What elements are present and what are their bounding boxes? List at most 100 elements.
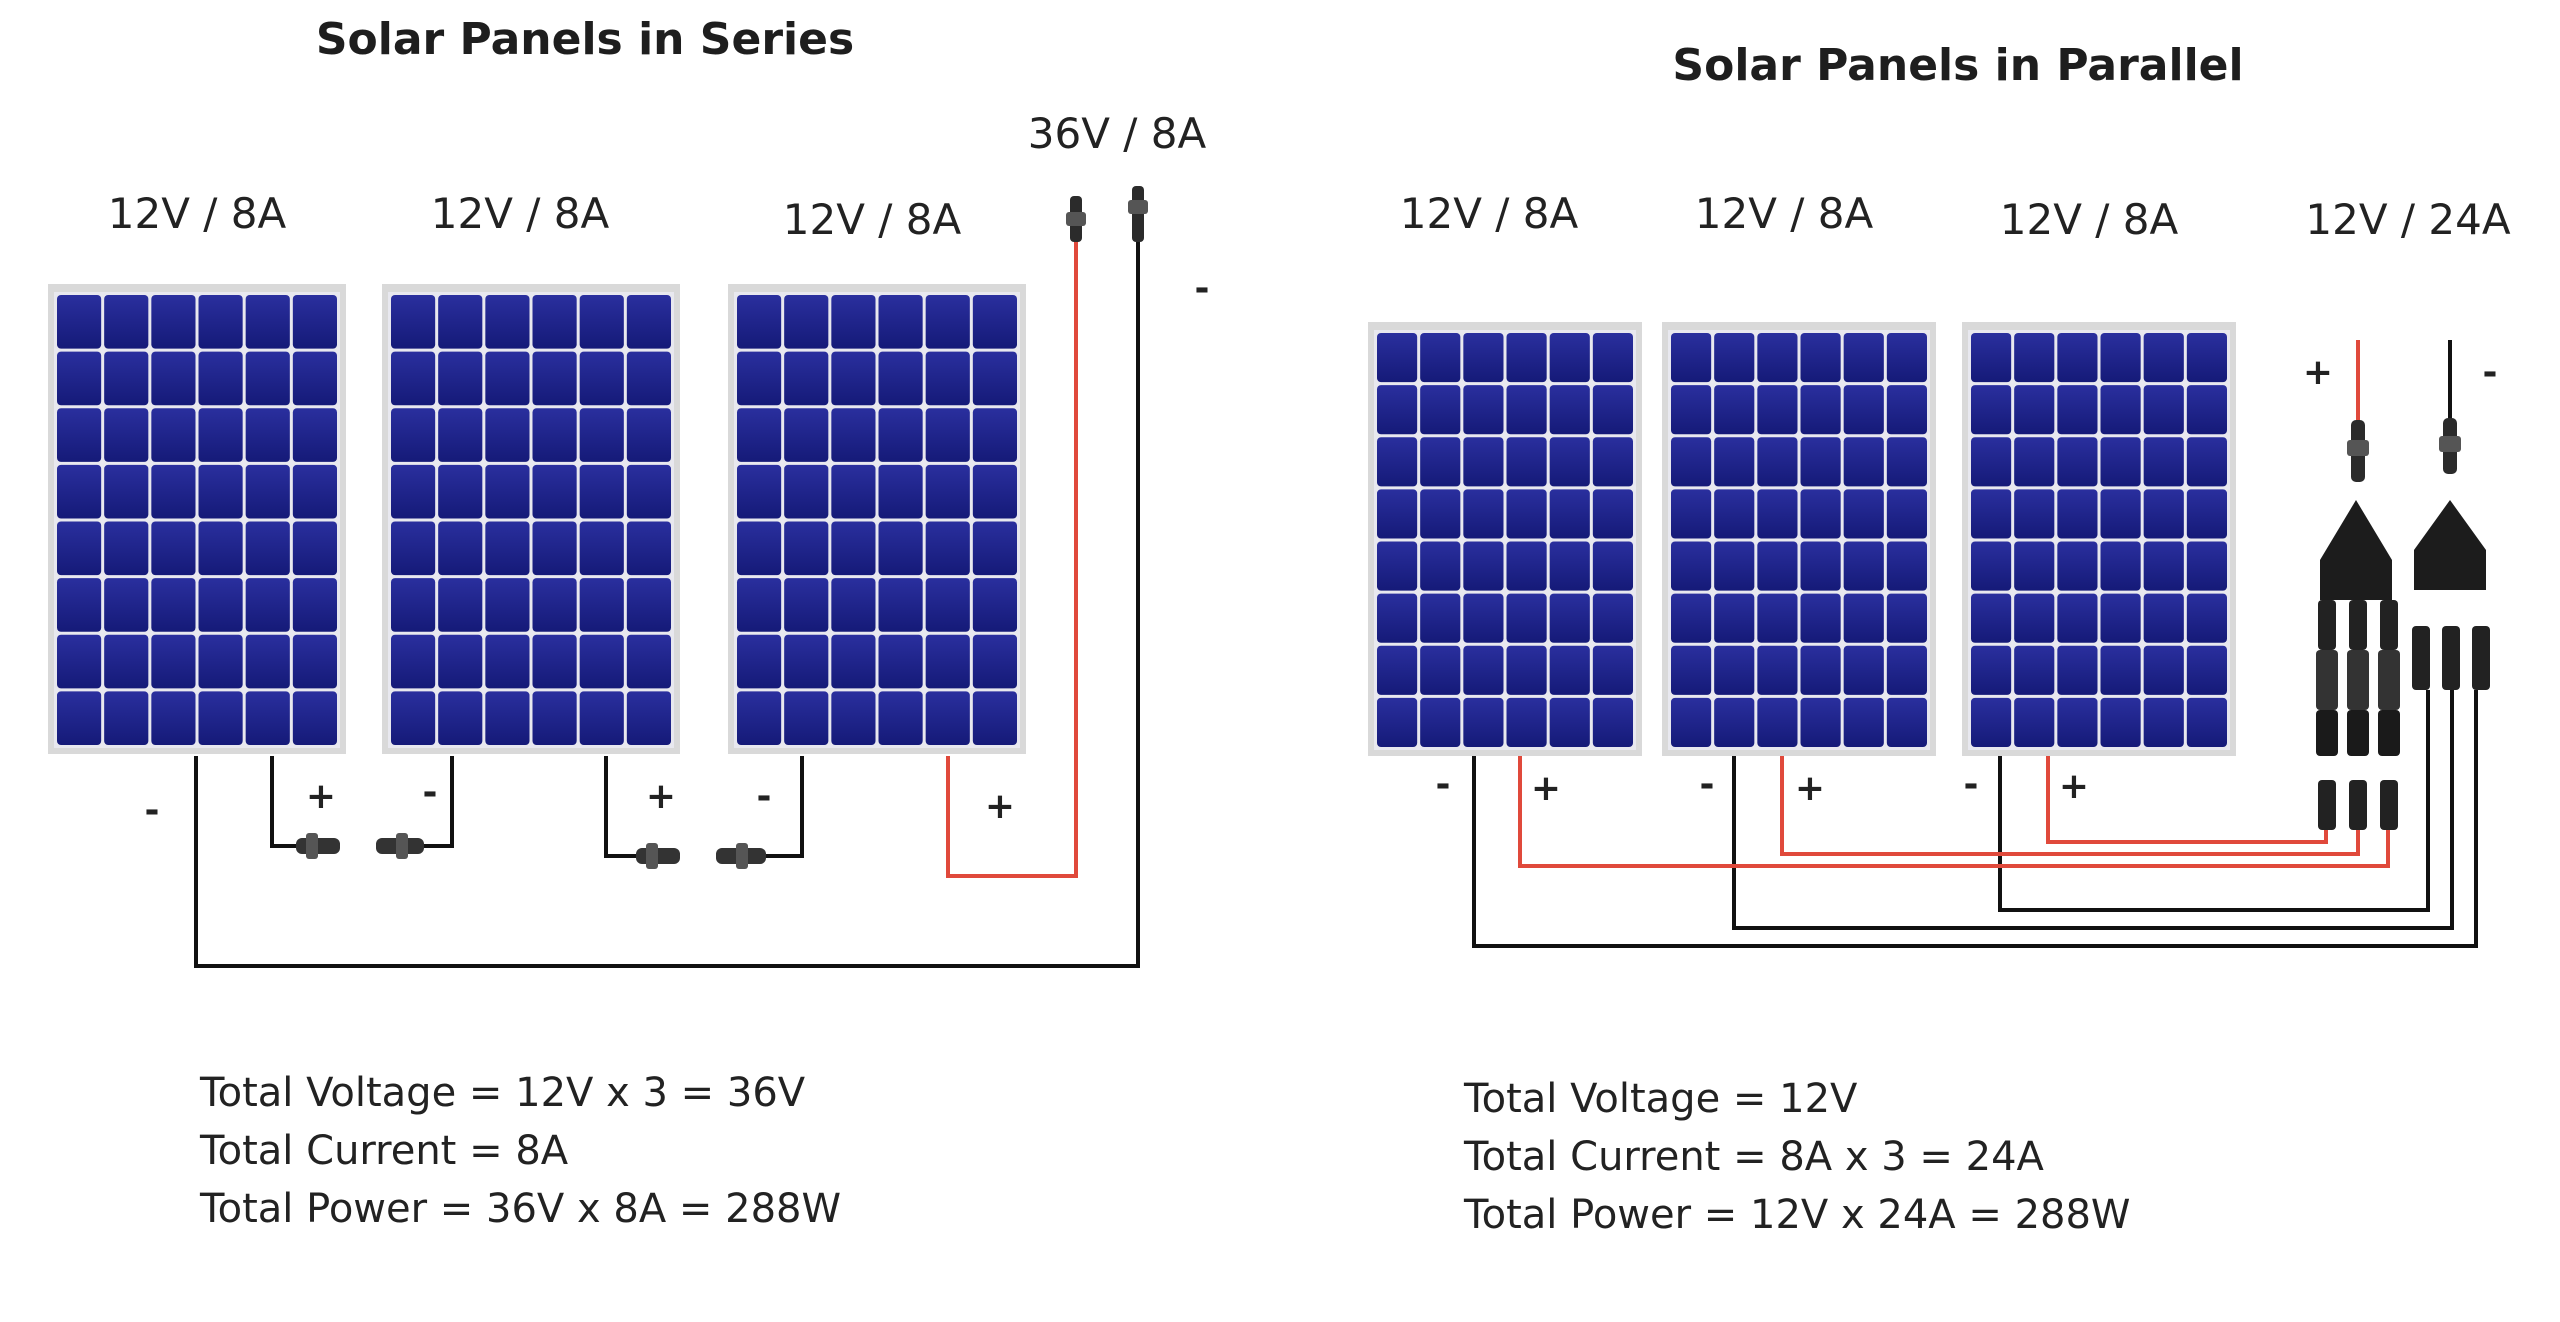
solar-cell [579,634,624,689]
solar-cell [831,578,876,632]
solar-cell [2014,385,2055,435]
solar-cell [878,408,923,462]
solar-cell [104,295,149,349]
solar-cell [391,464,436,519]
solar-cell [2057,437,2098,487]
solar-cell [972,634,1017,689]
series-panel-rating: 12V / 8A [108,189,287,238]
solar-cell [1506,541,1547,591]
solar-cell [2100,333,2141,383]
solar-cell [1886,541,1927,591]
solar-cell [532,634,577,689]
solar-cell [1971,437,2012,487]
solar-cell [579,464,624,519]
solar-cell [972,578,1017,632]
solar-cell [245,578,290,632]
solar-cell [579,408,624,462]
solar-cell [1843,489,1884,539]
branch-connector-negative [2412,500,2490,690]
mc4-inline-connector [376,833,424,859]
solar-cell [1420,437,1461,487]
solar-cell [2057,333,2098,383]
solar-cell [485,464,530,519]
solar-cell [737,578,782,632]
series-panel3-negative-lead [762,756,804,858]
parallel-negative-wire [1732,690,2454,930]
solar-cell [1800,385,1841,435]
solar-cell [1506,333,1547,383]
solar-cell [784,578,829,632]
solar-cell [1592,645,1633,695]
solar-cell [579,691,624,745]
series-output-rating: 36V / 8A [1028,109,1207,158]
mc4-connector-negative [2439,418,2461,474]
solar-cell [1757,645,1798,695]
solar-cell [878,521,923,576]
solar-cell [2014,645,2055,695]
solar-cell [1506,385,1547,435]
solar-cell [391,351,436,406]
parallel-section: Solar Panels in Parallel 12V / 24A 12V /… [1368,40,2511,1238]
solar-cell [57,464,102,519]
solar-cell [1714,437,1755,487]
solar-cell [57,351,102,406]
minus-sign: - [1436,764,1451,805]
solar-cell [2100,541,2141,591]
solar-cell [104,351,149,406]
solar-cell [438,464,483,519]
solar-cell [1592,697,1633,747]
parallel-formula-power: Total Power = 12V x 24A = 288W [1463,1192,2130,1238]
solar-cell [1420,385,1461,435]
solar-cell [925,351,970,406]
solar-cell [2057,541,2098,591]
solar-panel [728,284,1026,754]
series-formula-power: Total Power = 36V x 8A = 288W [199,1186,841,1232]
solar-cell [2143,489,2184,539]
solar-cell [391,634,436,689]
solar-cell [438,295,483,349]
series-panel-rating: 12V / 8A [431,189,610,238]
solar-cell [2057,645,2098,695]
solar-cell [2143,697,2184,747]
solar-cell [1714,593,1755,643]
solar-cell [626,351,671,406]
solar-cell [2057,489,2098,539]
solar-cell [1971,697,2012,747]
solar-cell [579,578,624,632]
solar-cell [1800,645,1841,695]
solar-cell [1506,437,1547,487]
solar-panel [1662,322,1936,756]
solar-cell [2100,593,2141,643]
series-formula-current: Total Current = 8A [199,1128,569,1174]
solar-cell [532,408,577,462]
solar-cell [245,295,290,349]
solar-cell [151,464,196,519]
solar-cell [626,634,671,689]
plus-sign: + [1795,768,1825,809]
solar-cell [2143,645,2184,695]
solar-cell [245,634,290,689]
solar-cell [198,634,243,689]
solar-cell [579,295,624,349]
solar-cell [1843,593,1884,643]
solar-cell [198,521,243,576]
solar-cell [438,351,483,406]
solar-cell [104,578,149,632]
solar-cell [1463,437,1504,487]
solar-cell [1671,385,1712,435]
solar-cell [1420,645,1461,695]
solar-cell [2057,593,2098,643]
solar-cell [784,351,829,406]
plus-sign: + [2303,352,2333,393]
solar-cell [2014,541,2055,591]
solar-cell [1757,489,1798,539]
solar-cell [1671,645,1712,695]
solar-cell [925,295,970,349]
mc4-inline-connector [296,833,340,859]
solar-cell [626,295,671,349]
solar-cell [1714,333,1755,383]
solar-cell [784,295,829,349]
solar-cell [292,634,337,689]
parallel-negative-wire [1998,690,2430,912]
solar-cell [2100,489,2141,539]
